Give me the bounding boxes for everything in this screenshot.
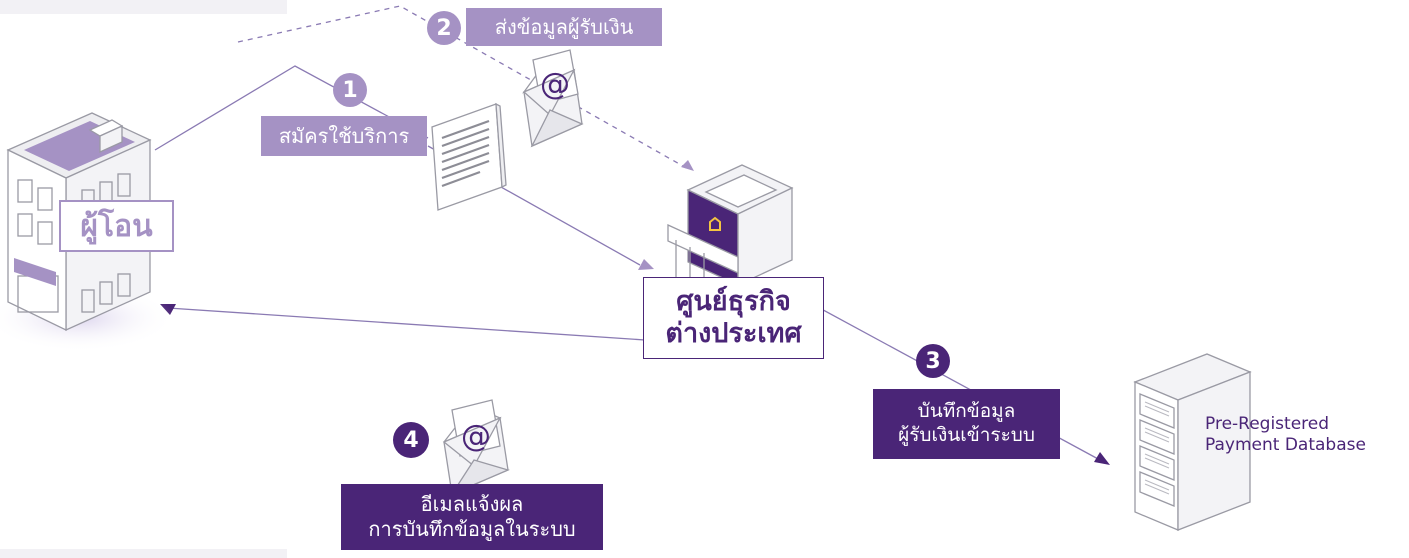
- step4-line: [167, 307, 646, 341]
- sender-label-text: ผู้โอน: [80, 208, 153, 244]
- document-icon: [431, 102, 507, 211]
- database-label-line2: Payment Database: [1205, 435, 1366, 456]
- center-label-line1: ศูนย์ธุรกิจ: [676, 285, 791, 317]
- server-rack-icon: [1133, 353, 1252, 531]
- email-envelope-icon-step2: @: [522, 49, 584, 148]
- svg-text:@: @: [461, 419, 491, 454]
- step-4-label-line1: อีเมลแจ้งผล: [420, 492, 524, 516]
- step-2-label: ส่งข้อมูลผู้รับเงิน: [466, 8, 662, 46]
- corner-tint-bottom: [0, 549, 287, 558]
- step1-line-upper: [154, 65, 429, 151]
- step-4-label-line2: การบันทึกข้อมูลในระบบ: [368, 517, 576, 541]
- database-label-line1: Pre-Registered: [1205, 414, 1330, 434]
- svg-text:@: @: [540, 67, 570, 102]
- database-label: Pre-Registered Payment Database: [1205, 414, 1405, 457]
- step-2-number: 2: [427, 11, 461, 45]
- step-1-number: 1: [333, 73, 367, 107]
- step-3-label-line1: บันทึกข้อมูล: [917, 400, 1016, 423]
- center-label: ศูนย์ธุรกิจ ต่างประเทศ: [643, 277, 824, 359]
- bank-branch-icon: [667, 164, 794, 290]
- step-3-number: 3: [916, 344, 950, 378]
- email-envelope-icon-step4: @: [442, 399, 510, 496]
- corner-tint-top: [0, 0, 287, 14]
- arrowhead-step1: [638, 259, 654, 270]
- step-1-label: สมัครใช้บริการ: [261, 116, 427, 156]
- step-4-number: 4: [393, 422, 429, 458]
- center-label-line2: ต่างประเทศ: [665, 318, 802, 349]
- arrowhead-step2: [681, 160, 694, 171]
- arrowhead-step3: [1094, 452, 1110, 465]
- step-4-label: อีเมลแจ้งผล การบันทึกข้อมูลในระบบ: [341, 484, 603, 550]
- sender-label: ผู้โอน: [59, 200, 174, 252]
- step-3-label: บันทึกข้อมูล ผู้รับเงินเข้าระบบ: [873, 389, 1060, 459]
- step-3-label-line2: ผู้รับเงินเข้าระบบ: [898, 424, 1035, 446]
- office-building-icon: [0, 112, 175, 352]
